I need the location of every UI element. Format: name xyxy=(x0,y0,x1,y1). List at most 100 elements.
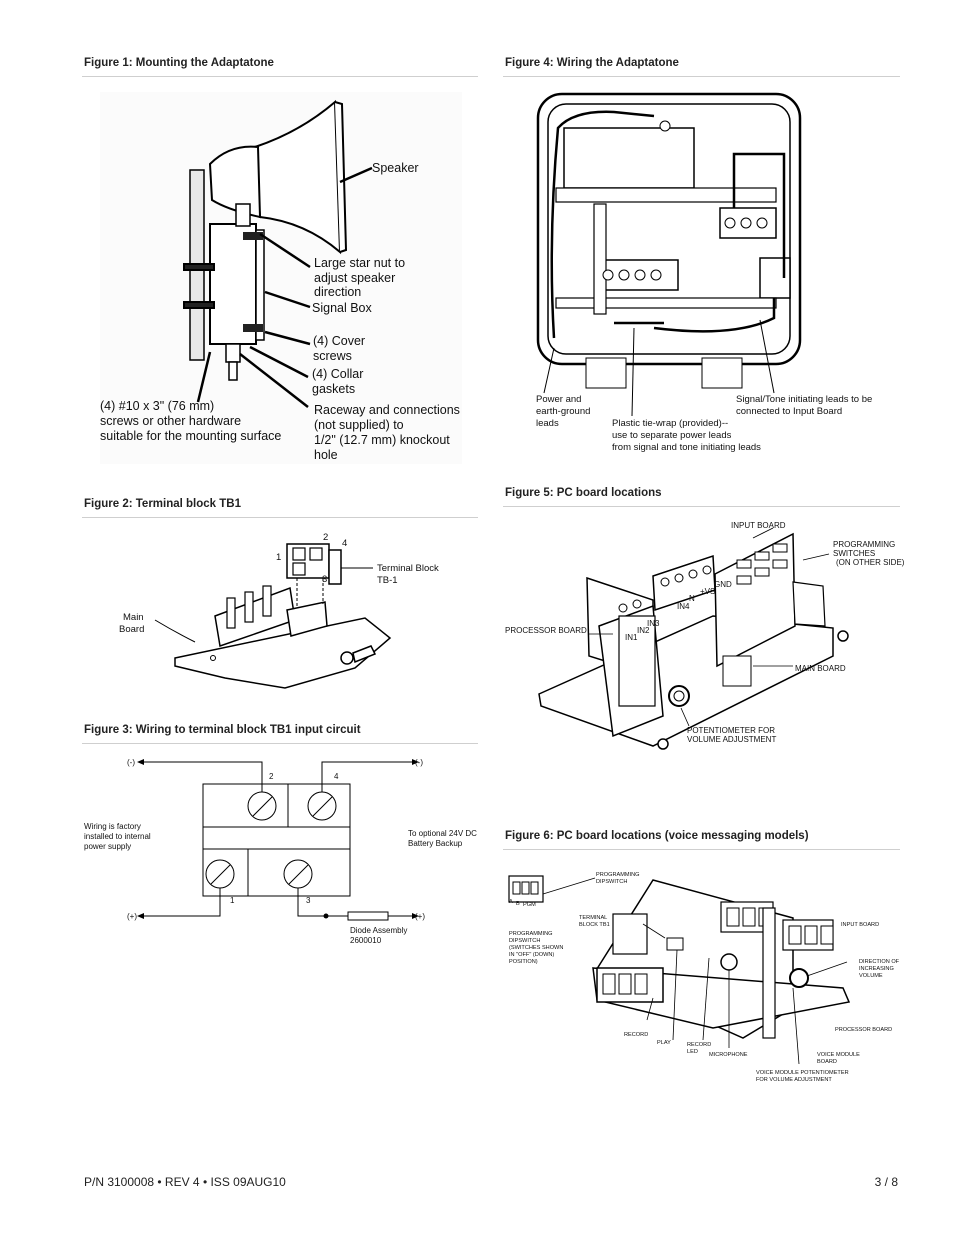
tie-wrap-label-line3: from signal and tone initiating leads xyxy=(612,442,761,453)
footer-page-number: 3 / 8 xyxy=(874,1175,898,1189)
dipswitch-note-line1: PROGRAMMING xyxy=(509,931,553,937)
record-led-label-line1: RECORD xyxy=(687,1042,712,1048)
volume-direction-label-line1: DIRECTION OF xyxy=(859,959,900,965)
potentiometer-label-line2: VOLUME ADJUSTMENT xyxy=(687,735,777,744)
mounting-screws-label-line3: suitable for the mounting surface xyxy=(100,429,282,443)
footer-part-number: P/N 3100008 • REV 4 • ISS 09AUG10 xyxy=(84,1175,286,1189)
figure-5-rule xyxy=(503,506,900,507)
signal-leads-label-line1: Signal/Tone initiating leads to be xyxy=(736,394,873,405)
raceway-label-line1: Raceway and connections xyxy=(314,403,460,417)
star-nut-label-line3: direction xyxy=(314,285,362,299)
power-leads-label-line2: earth-ground xyxy=(536,406,591,417)
terminal-block-illustration xyxy=(154,543,392,689)
main-board-label: MAIN BOARD xyxy=(795,664,846,673)
programming-dipswitch-label-line1: PROGRAMMING xyxy=(596,872,640,878)
star-nut-label-line2: adjust speaker xyxy=(314,271,396,285)
dip-a-label: A xyxy=(509,899,513,905)
main-board-label-line2: Board xyxy=(119,624,145,635)
figure-2-rule xyxy=(82,517,478,518)
figure-4-wiring-diagram: Power and earth-ground leads Plastic tie… xyxy=(534,88,889,458)
terminal-3-label: 3 xyxy=(306,896,311,905)
figure-1-mounting-diagram: Speaker Large star nut to adjust speaker… xyxy=(100,92,462,464)
figure-3-wiring-diagram: (-) (-) 2 4 Wiring is factory installed … xyxy=(82,754,478,954)
dipswitch-note-line5: POSITION) xyxy=(509,959,538,965)
figure-6-rule xyxy=(503,849,900,850)
in2-label: IN2 xyxy=(637,626,650,635)
tb-pin-3: 3 xyxy=(322,574,328,585)
positive-left-label: (+) xyxy=(127,912,137,921)
dipswitch-note-line4: IN "OFF" (DOWN) xyxy=(509,952,555,958)
diode-label-line1: Diode Assembly xyxy=(350,926,408,935)
dipswitch-note-line2: DIPSWITCH xyxy=(509,938,541,944)
dip-pgm-label: PGM xyxy=(523,902,536,908)
dip-b-label: B xyxy=(516,901,520,907)
tb-pin-1: 1 xyxy=(276,552,282,563)
battery-label-line2: Battery Backup xyxy=(408,839,463,848)
programming-dipswitch-label-line2: DIPSWITCH xyxy=(596,879,628,885)
figure-3-rule xyxy=(82,743,478,744)
terminal-block-label-line1: Terminal Block xyxy=(377,563,439,574)
figure-4-rule xyxy=(503,76,900,77)
potentiometer-label-line1: POTENTIOMETER FOR xyxy=(687,726,775,735)
input-board-label: INPUT BOARD xyxy=(841,922,880,928)
in1-label: IN1 xyxy=(625,633,638,642)
processor-board-label: PROCESSOR BOARD xyxy=(835,1027,893,1033)
tb-pin-2: 2 xyxy=(323,532,329,543)
figure-4-title: Figure 4: Wiring the Adaptatone xyxy=(505,57,679,69)
diode-label-line2: 2600010 xyxy=(350,936,382,945)
negative-right-label: (-) xyxy=(415,758,423,767)
play-label: PLAY xyxy=(657,1040,671,1046)
cover-screws-label-line1: (4) Cover xyxy=(313,334,366,348)
wiring-schematic xyxy=(137,759,419,921)
signal-box-label: Signal Box xyxy=(312,301,372,315)
record-led-label-line2: LED xyxy=(687,1049,698,1055)
terminal-block-label-line2: BLOCK TB1 xyxy=(579,922,610,928)
terminal-block-label-line2: TB-1 xyxy=(377,575,398,586)
main-board-label-line1: Main xyxy=(123,612,144,623)
in4-label: IN4 xyxy=(677,602,690,611)
factory-wiring-label-line2: installed to internal xyxy=(84,832,151,841)
volume-direction-label-line2: INCREASING xyxy=(859,966,894,972)
positive-right-label: (+) xyxy=(415,912,425,921)
tie-wrap-label-line2: use to separate power leads xyxy=(612,430,732,441)
voice-board-illustration xyxy=(508,875,851,1065)
figure-3-title: Figure 3: Wiring to terminal block TB1 i… xyxy=(84,724,361,736)
figure-6-title: Figure 6: PC board locations (voice mess… xyxy=(505,830,809,842)
input-board-label: INPUT BOARD xyxy=(731,521,786,530)
figure-2-terminal-block-diagram: 1 2 4 3 Terminal Block TB-1 Main Board xyxy=(115,528,450,696)
raceway-label-line3: 1/2" (12.7 mm) knockout xyxy=(314,433,450,447)
factory-wiring-label-line3: power supply xyxy=(84,842,132,851)
figure-5-pc-board-diagram: INPUT BOARD PROGRAMMING SWITCHES (ON OTH… xyxy=(503,516,904,766)
processor-board-label: PROCESSOR BOARD xyxy=(505,626,587,635)
voice-module-board-label-line2: BOARD xyxy=(817,1059,837,1065)
voice-potentiometer-label-line1: VOICE MODULE POTENTIOMETER xyxy=(756,1070,849,1076)
voice-potentiometer-label-line2: FOR VOLUME ADJUSTMENT xyxy=(756,1077,832,1083)
raceway-label-line4: hole xyxy=(314,448,338,462)
terminal-1-label: 1 xyxy=(230,896,235,905)
power-leads-label-line1: Power and xyxy=(536,394,582,405)
in3-label: IN3 xyxy=(647,619,660,628)
factory-wiring-label-line1: Wiring is factory xyxy=(84,822,141,831)
star-nut-label-line1: Large star nut to xyxy=(314,256,406,270)
voice-module-board-label-line1: VOICE MODULE xyxy=(817,1052,860,1058)
mounting-illustration xyxy=(100,92,462,464)
adaptatone-wiring-illustration xyxy=(536,92,802,417)
figure-5-title: Figure 5: PC board locations xyxy=(505,487,662,499)
cover-screws-label-line2: screws xyxy=(313,349,352,363)
mounting-screws-label-line1: (4) #10 x 3" (76 mm) xyxy=(100,399,215,413)
mounting-screws-label-line2: screws or other hardware xyxy=(100,414,242,428)
dipswitch-note-line3: (SWITCHES SHOWN xyxy=(509,945,564,951)
raceway-label-line2: (not supplied) to xyxy=(314,418,404,432)
programming-switches-label-line1: PROGRAMMING xyxy=(833,540,896,549)
terminal-4-label: 4 xyxy=(334,772,339,781)
tb-pin-4: 4 xyxy=(342,538,348,549)
figure-1-rule xyxy=(82,76,478,77)
power-leads-label-line3: leads xyxy=(536,418,559,429)
collar-gaskets-label-line2: gaskets xyxy=(312,382,356,396)
terminal-block-label-line1: TERMINAL xyxy=(579,915,608,921)
n-label: N xyxy=(689,594,695,603)
collar-gaskets-label-line1: (4) Collar xyxy=(312,367,364,381)
battery-label-line1: To optional 24V DC xyxy=(408,829,477,838)
gnd-label: GND xyxy=(714,580,732,589)
pc-board-illustration xyxy=(538,527,849,750)
